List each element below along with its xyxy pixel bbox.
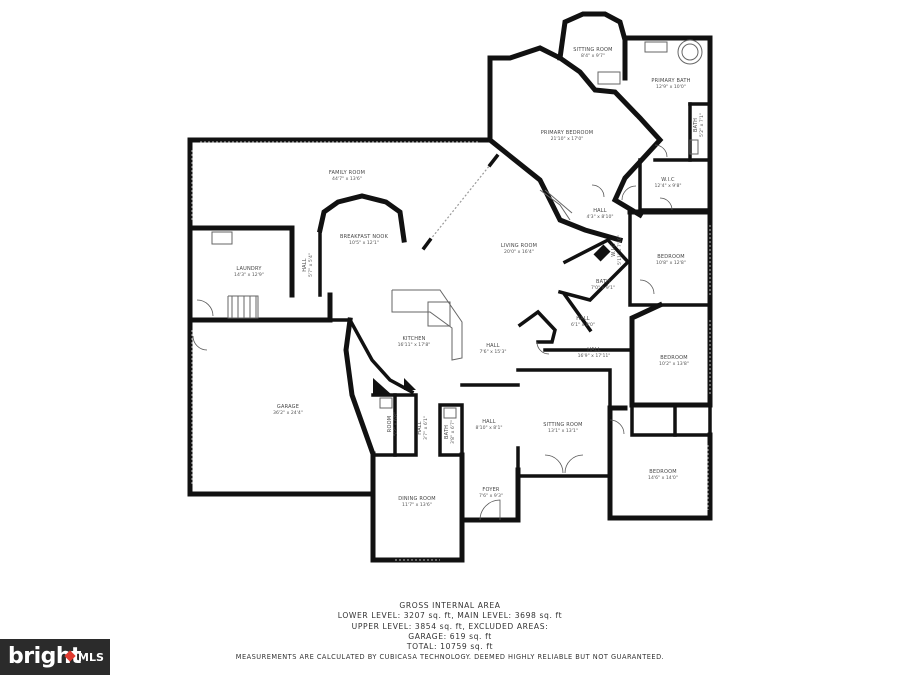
svg-text:HALL: HALL bbox=[587, 347, 601, 353]
svg-text:SITTING ROOM: SITTING ROOM bbox=[573, 47, 612, 53]
room-label-living-room: LIVING ROOM 20'0" x 16'4" bbox=[501, 243, 537, 255]
svg-text:13'1" x 13'1": 13'1" x 13'1" bbox=[548, 428, 578, 434]
room-label-sitting-room-top: SITTING ROOM 8'4" x 9'7" bbox=[573, 47, 612, 59]
svg-text:BATH: BATH bbox=[693, 118, 699, 132]
svg-text:LIVING ROOM: LIVING ROOM bbox=[501, 243, 537, 249]
svg-text:3'8" x 6'7": 3'8" x 6'7" bbox=[450, 420, 456, 444]
room-labels: SITTING ROOM 8'4" x 9'7" PRIMARY BATH 12… bbox=[234, 47, 705, 508]
room-label-laundry: LAUNDRY 14'3" x 12'9" bbox=[234, 266, 264, 278]
room-label-hall-long: HALL 16'9" x 17'11" bbox=[578, 347, 611, 359]
svg-text:20'0" x 16'4": 20'0" x 16'4" bbox=[504, 249, 534, 255]
svg-text:11'7" x 13'6": 11'7" x 13'6" bbox=[402, 502, 432, 508]
room-label-hall-mid: HALL 6'1" x 8'0" bbox=[571, 316, 595, 328]
svg-text:16'9" x 17'11": 16'9" x 17'11" bbox=[578, 353, 611, 359]
room-label-wic-small: W.I.C 5'11" x 7'10" bbox=[611, 235, 623, 265]
room-label-primary-bedroom: PRIMARY BEDROOM 21'10" x 17'0" bbox=[541, 130, 594, 142]
area-line-total: TOTAL: 10759 sq. ft bbox=[406, 642, 494, 652]
svg-text:14'3" x 12'9": 14'3" x 12'9" bbox=[234, 272, 264, 278]
svg-text:LAUNDRY: LAUNDRY bbox=[236, 266, 262, 272]
svg-text:21'10" x 17'0": 21'10" x 17'0" bbox=[551, 136, 584, 142]
svg-text:14'6" x 14'0": 14'6" x 14'0" bbox=[648, 475, 678, 481]
svg-text:BEDROOM: BEDROOM bbox=[660, 355, 688, 361]
windows bbox=[191, 141, 711, 561]
svg-text:10'5" x 12'1": 10'5" x 12'1" bbox=[349, 240, 379, 246]
room-label-hall-center: HALL 7'6" x 15'3" bbox=[479, 343, 506, 355]
svg-text:BEDROOM: BEDROOM bbox=[649, 469, 677, 475]
svg-text:ROOM: ROOM bbox=[387, 416, 393, 432]
svg-text:12'9" x 10'0": 12'9" x 10'0" bbox=[656, 84, 686, 90]
svg-text:BATH: BATH bbox=[444, 425, 450, 439]
svg-text:HALL: HALL bbox=[482, 419, 496, 425]
room-label-kitchen: KITCHEN 16'11" x 17'8" bbox=[398, 336, 431, 348]
svg-text:12'4" x 9'8": 12'4" x 9'8" bbox=[654, 183, 681, 189]
measurement-note: MEASUREMENTS ARE CALCULATED BY CUBICASA … bbox=[235, 653, 665, 662]
svg-text:8'10" x 8'1": 8'10" x 8'1" bbox=[475, 425, 502, 431]
svg-text:5'11" x 7'10": 5'11" x 7'10" bbox=[617, 235, 623, 265]
room-label-bedroom-3: BEDROOM 14'6" x 14'0" bbox=[648, 469, 678, 481]
svg-text:FAMILY ROOM: FAMILY ROOM bbox=[329, 170, 365, 176]
room-label-bath-narrow: BATH 3'8" x 6'7" bbox=[444, 420, 456, 444]
svg-text:SITTING ROOM: SITTING ROOM bbox=[543, 422, 582, 428]
room-label-bedroom-2: BEDROOM 10'2" x 13'8" bbox=[659, 355, 689, 367]
area-line-upper: UPPER LEVEL: 3854 sq. ft, EXCLUDED AREAS… bbox=[351, 621, 549, 631]
room-label-hall-entry: HALL 8'10" x 8'1" bbox=[475, 419, 502, 431]
room-label-hall-narrow: HALL 3'7" x 6'1" bbox=[417, 416, 429, 440]
room-label-hall-laundry: HALL 5'7" x 5'4" bbox=[302, 253, 314, 277]
svg-text:DINING ROOM: DINING ROOM bbox=[398, 496, 436, 502]
svg-text:16'11" x 17'8": 16'11" x 17'8" bbox=[398, 342, 431, 348]
room-label-room-small: ROOM 5'2" x 6'8" bbox=[387, 412, 399, 436]
logo-suffix-text: MLS bbox=[78, 651, 104, 664]
svg-text:4'3" x 8'10": 4'3" x 8'10" bbox=[586, 214, 613, 220]
svg-text:5'2" x 7'1": 5'2" x 7'1" bbox=[699, 113, 705, 137]
area-summary: GROSS INTERNAL AREA LOWER LEVEL: 3207 sq… bbox=[200, 601, 700, 663]
svg-text:HALL: HALL bbox=[302, 258, 308, 272]
svg-text:7'6" x 9'3": 7'6" x 9'3" bbox=[479, 493, 503, 499]
svg-text:W.I.C: W.I.C bbox=[611, 243, 617, 257]
svg-text:10'8" x 12'8": 10'8" x 12'8" bbox=[656, 260, 686, 266]
room-label-hall-upper: HALL 4'3" x 8'10" bbox=[586, 208, 613, 220]
svg-text:W.I.C: W.I.C bbox=[661, 177, 675, 183]
svg-text:PRIMARY BATH: PRIMARY BATH bbox=[651, 78, 690, 84]
area-title: GROSS INTERNAL AREA bbox=[399, 601, 501, 610]
svg-text:8'4" x 9'7": 8'4" x 9'7" bbox=[581, 53, 605, 59]
svg-text:BREAKFAST NOOK: BREAKFAST NOOK bbox=[340, 234, 389, 240]
svg-text:3'7" x 6'1": 3'7" x 6'1" bbox=[423, 416, 429, 440]
room-label-bath-mid: BATH 7'0" x 9'1" bbox=[591, 279, 615, 291]
walls bbox=[187, 11, 713, 563]
svg-text:5'2" x 6'8": 5'2" x 6'8" bbox=[393, 412, 399, 436]
svg-text:10'2" x 13'8": 10'2" x 13'8" bbox=[659, 361, 689, 367]
svg-text:6'1" x 8'0": 6'1" x 8'0" bbox=[571, 322, 595, 328]
svg-text:BATH: BATH bbox=[596, 279, 610, 285]
room-label-dining-room: DINING ROOM 11'7" x 13'6" bbox=[398, 496, 436, 508]
doors bbox=[192, 144, 673, 521]
svg-text:HALL: HALL bbox=[576, 316, 590, 322]
room-label-wic: W.I.C 12'4" x 9'8" bbox=[654, 177, 681, 189]
svg-text:HALL: HALL bbox=[593, 208, 607, 214]
svg-text:HALL: HALL bbox=[486, 343, 500, 349]
svg-text:GARAGE: GARAGE bbox=[277, 404, 299, 410]
room-label-bedroom-1: BEDROOM 10'8" x 12'8" bbox=[656, 254, 686, 266]
svg-text:7'6" x 15'3": 7'6" x 15'3" bbox=[479, 349, 506, 355]
area-line-levels: LOWER LEVEL: 3207 sq. ft, MAIN LEVEL: 36… bbox=[337, 611, 563, 621]
room-label-bath-small: BATH 5'2" x 7'1" bbox=[693, 113, 705, 137]
svg-text:36'2" x 24'4": 36'2" x 24'4" bbox=[273, 410, 303, 416]
room-label-sitting-room: SITTING ROOM 13'1" x 13'1" bbox=[543, 422, 582, 434]
svg-text:5'7" x 5'4": 5'7" x 5'4" bbox=[308, 253, 314, 277]
svg-text:44'7" x 13'6": 44'7" x 13'6" bbox=[332, 176, 362, 182]
room-label-breakfast-nook: BREAKFAST NOOK 10'5" x 12'1" bbox=[340, 234, 389, 246]
svg-text:7'0" x 9'1": 7'0" x 9'1" bbox=[591, 285, 615, 291]
svg-text:PRIMARY BEDROOM: PRIMARY BEDROOM bbox=[541, 130, 594, 136]
svg-text:HALL: HALL bbox=[417, 421, 423, 435]
svg-text:FOYER: FOYER bbox=[482, 487, 500, 493]
svg-text:BEDROOM: BEDROOM bbox=[657, 254, 685, 260]
fixtures bbox=[211, 39, 703, 419]
room-label-garage: GARAGE 36'2" x 24'4" bbox=[273, 404, 303, 416]
bright-mls-logo: bright MLS bbox=[0, 639, 110, 675]
room-label-foyer: FOYER 7'6" x 9'3" bbox=[479, 487, 503, 499]
svg-text:KITCHEN: KITCHEN bbox=[402, 336, 425, 342]
room-label-family-room: FAMILY ROOM 44'7" x 13'6" bbox=[329, 170, 365, 182]
area-line-garage: GARAGE: 619 sq. ft bbox=[408, 631, 492, 641]
room-label-primary-bath: PRIMARY BATH 12'9" x 10'0" bbox=[651, 78, 690, 90]
